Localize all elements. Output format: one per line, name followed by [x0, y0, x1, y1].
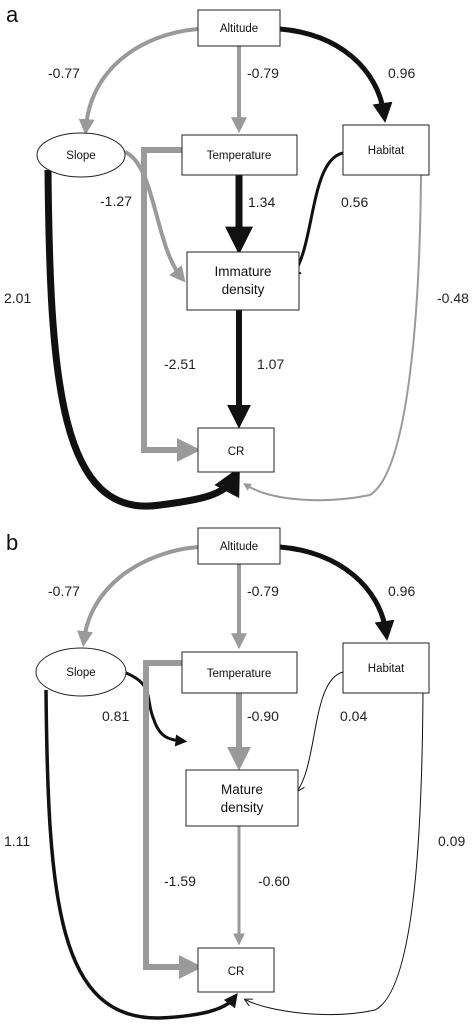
coef-habitat-cr-b: 0.09 [438, 833, 465, 849]
svg-text:Habitat: Habitat [368, 663, 405, 675]
coef-altitude-slope-b: -0.77 [48, 583, 80, 599]
arrow-habitat-cr-b [246, 692, 424, 1016]
panel-letter-b: b [6, 530, 18, 555]
arrow-habitat-density-b [298, 671, 344, 790]
coef-altitude-habitat-a: 0.96 [388, 65, 415, 81]
arrow-habitat-density-a [289, 151, 344, 280]
svg-text:Slope: Slope [66, 667, 95, 679]
svg-text:Slope: Slope [66, 150, 95, 162]
arrow-altitude-habitat-b [279, 544, 395, 641]
panel-b: b Altitude Slope Temperature Habitat [4, 527, 465, 1020]
arrow-temperature-cr-a [141, 147, 201, 462]
node-altitude-b: Altitude [197, 527, 281, 565]
svg-text:Altitude: Altitude [220, 23, 258, 35]
arrow-altitude-habitat-a [279, 26, 393, 123]
coef-altitude-habitat-b: 0.96 [388, 583, 415, 599]
node-cr-b: CR [197, 947, 275, 993]
svg-text:CR: CR [228, 966, 245, 978]
arrow-slope-density-b [125, 671, 188, 747]
svg-text:CR: CR [228, 446, 245, 458]
svg-text:Temperature: Temperature [207, 150, 272, 162]
svg-text:density: density [221, 800, 264, 815]
coef-temperature-density-b: -0.90 [247, 708, 279, 724]
node-altitude-a: Altitude [197, 9, 281, 47]
arrow-slope-cr-b [44, 689, 238, 1020]
svg-text:Altitude: Altitude [220, 541, 258, 553]
node-habitat-a: Habitat [342, 124, 430, 176]
svg-text:Mature: Mature [221, 782, 263, 797]
coef-slope-cr-a: 2.01 [4, 290, 31, 306]
arrow-habitat-cr-a [242, 174, 422, 502]
coef-slope-density-b: 0.81 [102, 708, 129, 724]
node-density-b: Mature density [185, 769, 299, 827]
coef-habitat-cr-a: -0.48 [437, 290, 469, 306]
arrow-slope-density-a [124, 150, 186, 283]
svg-text:Temperature: Temperature [207, 668, 272, 680]
coef-altitude-slope-a: -0.77 [48, 65, 80, 81]
coef-slope-density-a: -1.27 [100, 193, 132, 209]
coef-slope-cr-b: 1.11 [4, 833, 30, 849]
coef-density-cr-b: -0.60 [258, 873, 290, 889]
coef-temperature-cr-b: -1.59 [164, 873, 196, 889]
svg-text:Immature: Immature [214, 264, 271, 279]
coef-altitude-temperature-a: -0.79 [247, 65, 279, 81]
panel-a: a Altitude Slope Temperature Habitat [4, 2, 469, 510]
node-slope-b: Slope [35, 647, 127, 697]
node-slope-a: Slope [36, 132, 126, 178]
coef-temperature-density-a: 1.34 [248, 194, 275, 210]
coef-habitat-density-b: 0.04 [340, 708, 367, 724]
node-habitat-b: Habitat [342, 642, 430, 694]
node-temperature-b: Temperature [181, 651, 298, 694]
arrow-slope-cr-a [44, 169, 240, 510]
coef-altitude-temperature-b: -0.79 [247, 583, 279, 599]
node-cr-a: CR [197, 427, 275, 473]
node-density-a: Immature density [186, 251, 300, 311]
arrow-altitude-slope-b [77, 545, 199, 648]
panel-letter-a: a [6, 2, 19, 27]
svg-text:density: density [222, 282, 265, 297]
node-temperature-a: Temperature [181, 134, 298, 176]
arrow-altitude-slope-a [78, 27, 199, 136]
coef-density-cr-a: 1.07 [257, 356, 284, 372]
arrow-temperature-cr-b [143, 660, 203, 979]
coef-temperature-cr-a: -2.51 [164, 356, 196, 372]
svg-text:Habitat: Habitat [368, 145, 405, 157]
coef-habitat-density-a: 0.56 [341, 194, 368, 210]
